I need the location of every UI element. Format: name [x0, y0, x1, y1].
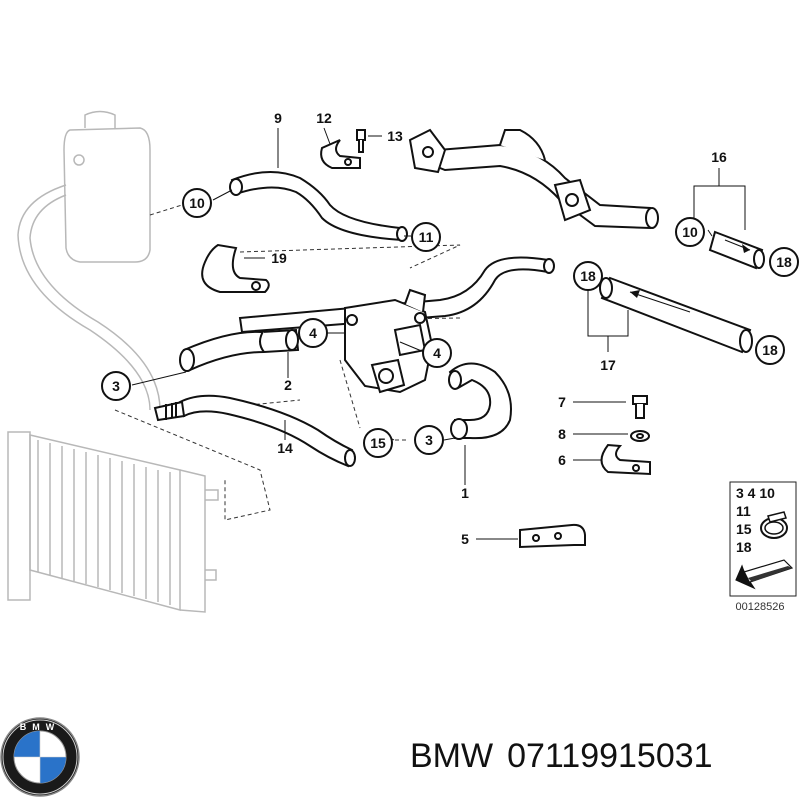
washer-8 — [630, 430, 650, 442]
thermostat-housing — [344, 288, 434, 394]
callout-10-right: 10 — [682, 224, 698, 240]
context-outlines — [7, 110, 219, 613]
hose-14 — [178, 394, 354, 468]
leader-lines — [131, 127, 746, 540]
bracket-5 — [519, 523, 586, 549]
callout-18-right: 18 — [776, 254, 792, 270]
callout-17: 17 — [600, 357, 616, 373]
drawing-number: 00128526 — [736, 601, 785, 613]
legend-line-2: 11 — [736, 503, 751, 519]
callout-6: 6 — [558, 452, 566, 468]
hose-16-short — [708, 230, 765, 270]
bmw-logo: BMW — [0, 717, 80, 797]
hose-clamp-icon — [760, 511, 788, 539]
callout-3-left: 3 — [112, 378, 120, 394]
clamp-12 — [320, 139, 361, 169]
legend-box: 3 4 10 11 15 18 — [729, 481, 797, 597]
brand-name: BMW — [410, 737, 494, 775]
expansion-tank — [63, 127, 151, 263]
hose-9 — [230, 170, 404, 242]
callout-13: 13 — [387, 128, 403, 144]
callout-18-lower: 18 — [762, 342, 778, 358]
callout-16: 16 — [711, 149, 727, 165]
callout-19: 19 — [271, 250, 287, 266]
callout-9: 9 — [274, 110, 282, 126]
callout-8: 8 — [558, 426, 566, 442]
logo-letters: BMW — [20, 722, 61, 732]
callout-11: 11 — [419, 229, 434, 245]
legend-line-4: 18 — [736, 539, 752, 555]
legend-line-3: 15 — [736, 521, 752, 537]
callout-10: 10 — [189, 195, 205, 211]
callouts: 9 12 13 16 10 11 19 10 18 18 18 17 4 4 3… — [101, 110, 799, 547]
bolt-13 — [356, 129, 366, 153]
pipe-16 — [408, 128, 659, 230]
brand-part-number: BMW 07119915031 — [410, 737, 727, 776]
callout-18-top: 18 — [580, 268, 596, 284]
hose-1 — [448, 362, 512, 440]
hose-2 — [182, 328, 300, 372]
callout-14: 14 — [277, 440, 293, 456]
part-number: 07119915031 — [507, 737, 713, 775]
callout-12: 12 — [316, 110, 332, 126]
callout-5: 5 — [461, 531, 469, 547]
clamp-19 — [201, 243, 270, 293]
callout-15: 15 — [370, 435, 386, 451]
bolt-7 — [632, 395, 648, 419]
direction-arrow-icon — [735, 559, 794, 590]
callout-2: 2 — [284, 377, 292, 393]
radiator — [7, 431, 219, 613]
callout-7: 7 — [558, 394, 566, 410]
hose-18 — [599, 276, 753, 354]
callout-3-right: 3 — [425, 432, 433, 448]
legend-line-1: 3 4 10 — [736, 485, 775, 501]
callout-4-left: 4 — [309, 325, 317, 341]
clamp-6 — [600, 443, 651, 476]
callout-1: 1 — [461, 485, 469, 501]
callout-4-right: 4 — [433, 345, 441, 361]
overflow-hose — [17, 184, 151, 411]
